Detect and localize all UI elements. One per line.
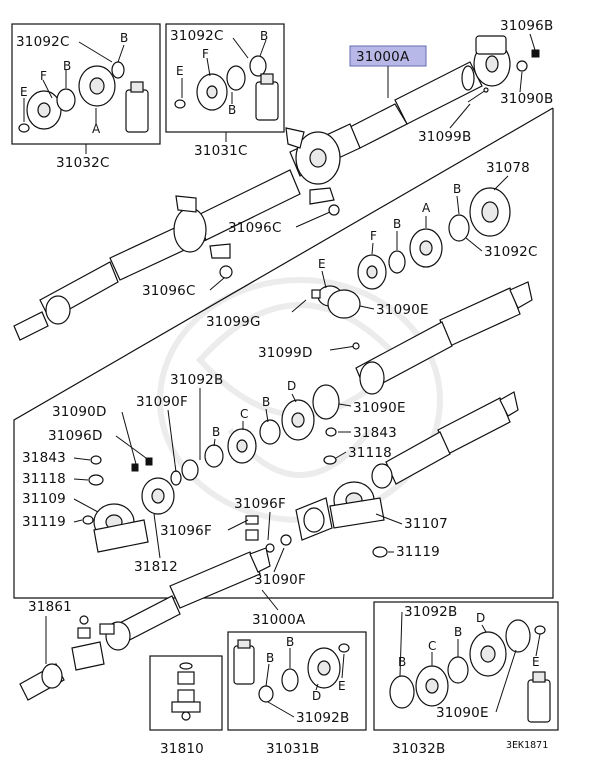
- label-31092C-b: 31092C: [170, 28, 224, 44]
- label-31092B-b: 31092B: [404, 604, 457, 620]
- label-b-a1: B: [120, 31, 128, 45]
- label-b-b1: B: [260, 29, 268, 43]
- label-31109: 31109: [22, 491, 66, 507]
- inset-frame-31032B: [373, 601, 559, 731]
- label-31810: 31810: [160, 741, 204, 757]
- label-31090F-2: 31090F: [254, 572, 306, 588]
- label-31119-2: 31119: [396, 544, 440, 560]
- label-d-c: D: [312, 689, 321, 703]
- label-e-c: E: [338, 679, 346, 693]
- label-31090D: 31090D: [52, 404, 107, 420]
- label-31092C-a: 31092C: [16, 34, 70, 50]
- label-31099B: 31099B: [418, 129, 471, 145]
- label-31032B: 31032B: [392, 741, 445, 757]
- label-b-m2: B: [212, 425, 220, 439]
- label-31000A-top: 31000A: [356, 49, 410, 65]
- diagram-code: 3EK1871: [506, 740, 548, 751]
- label-31096D: 31096D: [48, 428, 103, 444]
- label-31031B: 31031B: [266, 741, 319, 757]
- label-31096F-1: 31096F: [160, 523, 212, 539]
- group-frame-outline: [13, 107, 554, 599]
- label-e-d: E: [532, 655, 540, 669]
- lower-propeller-shaft: [19, 547, 271, 701]
- inset-frame-31031C: [165, 23, 285, 133]
- inset-frame-31031B: [227, 631, 367, 731]
- label-b-a2: B: [63, 59, 71, 73]
- label-31090E-3: 31090E: [436, 705, 489, 721]
- label-b-c1: B: [266, 651, 274, 665]
- label-31096B: 31096B: [500, 18, 553, 34]
- label-d-d: D: [476, 611, 485, 625]
- label-a-a: A: [92, 122, 101, 136]
- label-31118-1: 31118: [22, 471, 66, 487]
- label-b-r1: B: [453, 182, 461, 196]
- label-31118-2: 31118: [348, 445, 392, 461]
- flange-part: [174, 55, 279, 121]
- label-31000A-bot: 31000A: [252, 612, 306, 628]
- label-31843-1: 31843: [22, 450, 66, 466]
- label-31119-1: 31119: [22, 514, 66, 530]
- label-31031C: 31031C: [194, 143, 248, 159]
- label-f-b: F: [202, 47, 209, 61]
- label-31078: 31078: [486, 160, 530, 176]
- label-31032C: 31032C: [56, 155, 110, 171]
- label-31096F-2: 31096F: [234, 496, 286, 512]
- label-e-r: E: [318, 257, 326, 271]
- label-31092B-m: 31092B: [170, 372, 223, 388]
- inset-frame-31810: [149, 655, 223, 731]
- upper-propeller-shaft: [13, 35, 540, 341]
- inset-31810: 31810: [149, 655, 223, 757]
- label-31090E-2: 31090E: [353, 400, 406, 416]
- label-31092C-r: 31092C: [484, 244, 538, 260]
- label-f-r: F: [370, 229, 377, 243]
- label-b-m1: B: [262, 395, 270, 409]
- rear-flange-exploded: [291, 187, 511, 319]
- label-31107: 31107: [404, 516, 448, 532]
- label-b-d2: B: [454, 625, 462, 639]
- label-31099D: 31099D: [258, 345, 313, 361]
- inset-31032B: 31092B B C B D E 31090E 31032B: [373, 601, 559, 757]
- label-e-a: E: [20, 85, 28, 99]
- label-31861: 31861: [28, 599, 72, 615]
- label-31099G: 31099G: [206, 314, 261, 330]
- inset-31031B: B B D E 31092B 31031B: [227, 631, 367, 757]
- label-c-m: C: [240, 407, 248, 421]
- label-31096C-2: 31096C: [142, 283, 196, 299]
- label-31812: 31812: [134, 559, 178, 575]
- label-31843-2: 31843: [353, 425, 397, 441]
- label-b-r2: B: [393, 217, 401, 231]
- label-31090B: 31090B: [500, 91, 553, 107]
- label-b-c2: B: [286, 635, 294, 649]
- label-b-b2: B: [228, 103, 236, 117]
- mid-shaft-group: [82, 281, 533, 558]
- flange-yoke-part: [18, 61, 149, 133]
- label-31090F-1: 31090F: [136, 394, 188, 410]
- inset-31032C: 31092C B E F B A 31032C: [11, 23, 161, 171]
- label-a-r: A: [422, 201, 431, 215]
- label-f-a: F: [40, 69, 47, 83]
- label-e-b: E: [176, 64, 184, 78]
- inset-31031C: 31092C B F E B 31031C: [165, 23, 285, 159]
- label-d-m: D: [287, 379, 296, 393]
- label-31096C-1: 31096C: [228, 220, 282, 236]
- label-31090E-1: 31090E: [376, 302, 429, 318]
- label-b-d1: B: [398, 655, 406, 669]
- label-c-d: C: [428, 639, 436, 653]
- label-31092B-a: 31092B: [296, 710, 349, 726]
